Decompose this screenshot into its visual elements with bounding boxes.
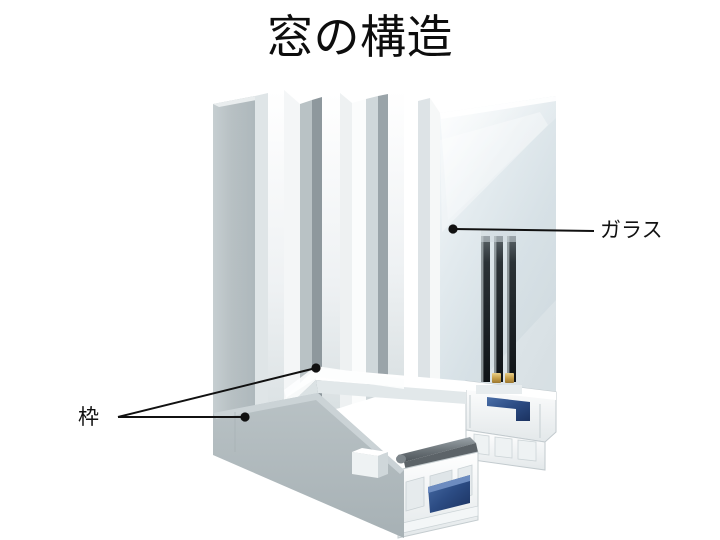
frame-bottom-face [213, 393, 404, 538]
glass-spacer-bars [492, 373, 514, 383]
callout-label-frame: 枠 [78, 405, 99, 429]
glass-section-edges [481, 230, 516, 382]
callout-leader-glass [448, 224, 595, 234]
callout-leader-frame [117, 363, 321, 422]
frame-sash-profile [352, 90, 404, 404]
frame-left-jamb [213, 90, 284, 455]
sill-upper-reveal [284, 366, 404, 398]
glazing-bead [404, 90, 440, 389]
frame-cross-section-upper [465, 380, 557, 471]
callout-label-glass: ガラス [600, 218, 663, 242]
frame-cross-section-lower [397, 451, 479, 539]
page-title: 窓の構造 [267, 10, 453, 64]
frame-second-profile [284, 90, 352, 420]
frame-handle-tab [352, 448, 388, 478]
